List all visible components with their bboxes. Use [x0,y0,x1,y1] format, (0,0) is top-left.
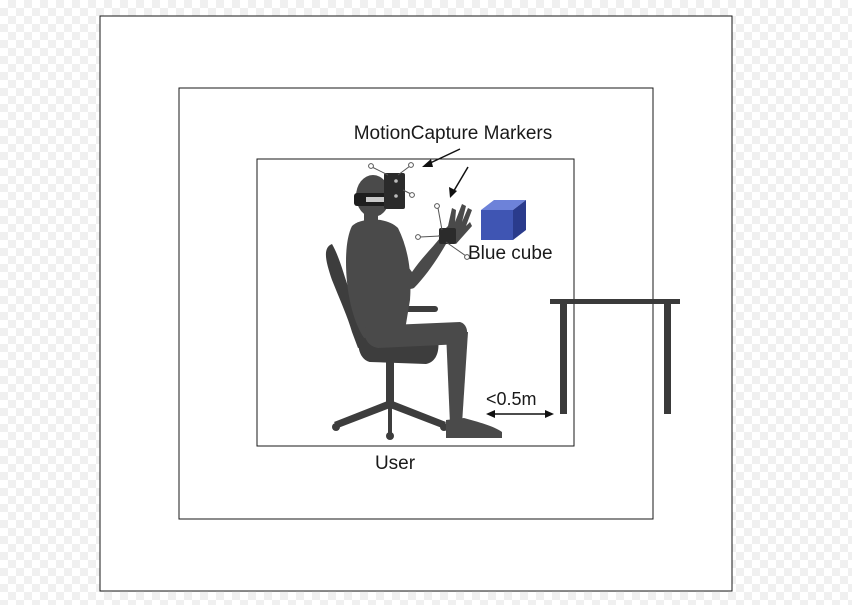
desk-icon [550,299,680,414]
user-label: User [375,453,416,474]
vr-headset-icon [354,173,405,209]
cube-front [481,210,513,240]
headset-marker-rig [368,162,415,198]
seated-person-icon [346,175,502,438]
cube-side [513,200,526,240]
markers-label: MotionCapture Markers [354,123,553,144]
distance-arrow [486,410,554,418]
wrist-marker-rig [415,203,470,260]
blue-cube [481,200,526,240]
cube-label: Blue cube [468,243,553,264]
distance-label: <0.5m [486,389,537,409]
cube-top [481,200,526,210]
marker-pointer-arrows [422,148,469,198]
